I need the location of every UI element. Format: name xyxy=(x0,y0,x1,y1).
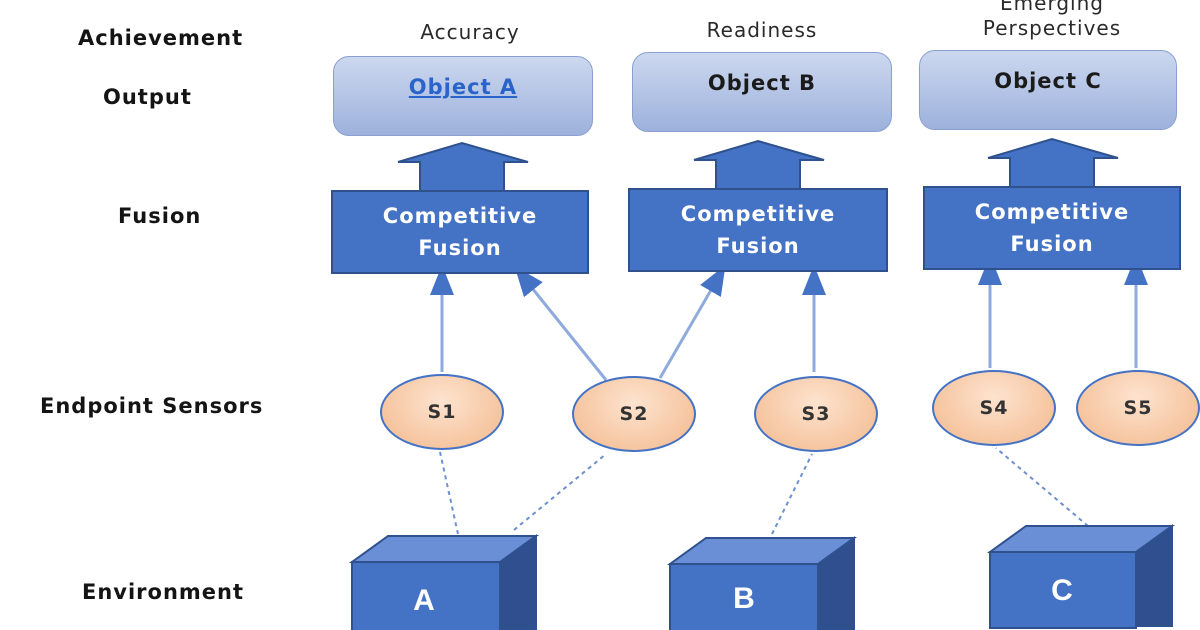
environment-label-a: A xyxy=(413,584,435,617)
achievement-readiness: Readiness xyxy=(706,18,818,42)
row-label-fusion: Fusion xyxy=(118,204,202,228)
sensor-s1-label: S1 xyxy=(427,401,457,423)
environment-cube-a: A xyxy=(348,534,540,630)
sensor-s5-label: S5 xyxy=(1123,397,1153,419)
fusion-a-line1: Competitive xyxy=(382,204,538,228)
row-label-endpoint-sensors: Endpoint Sensors xyxy=(40,394,264,418)
env-a-to-s2-link xyxy=(513,453,607,531)
env-a-to-s1-link xyxy=(439,451,459,535)
sensor-s2-label: S2 xyxy=(619,403,649,425)
sensor-s1: S1 xyxy=(380,374,504,450)
row-label-achievement: Achievement xyxy=(78,26,244,50)
fusion-box-a: Competitive Fusion xyxy=(331,190,589,274)
env-b-to-s3-link xyxy=(771,453,813,535)
output-object-a-label[interactable]: Object A xyxy=(408,75,518,99)
achievement-emerging-line1: Emerging xyxy=(1000,0,1104,15)
sensor-s3-label: S3 xyxy=(801,403,831,425)
environment-cube-c: C xyxy=(986,524,1176,629)
achievement-emerging-perspectives: Emerging Perspectives xyxy=(952,0,1152,41)
fusion-to-output-arrow-c xyxy=(987,137,1119,189)
row-label-output: Output xyxy=(103,85,192,109)
env-c-to-s4-link xyxy=(995,447,1089,527)
fusion-box-c: Competitive Fusion xyxy=(923,186,1181,270)
fusion-to-output-arrow-b xyxy=(693,139,825,191)
sensor-s4-label: S4 xyxy=(979,397,1009,419)
environment-label-c: C xyxy=(1051,574,1073,607)
output-object-b: Object B xyxy=(632,52,892,132)
environment-label-b: B xyxy=(733,582,755,615)
sensor-s3: S3 xyxy=(754,376,878,452)
output-object-c-label: Object C xyxy=(994,69,1102,93)
row-label-environment: Environment xyxy=(82,580,245,604)
fusion-a-line2: Fusion xyxy=(418,236,502,260)
sensor-s4: S4 xyxy=(932,370,1056,446)
output-object-a: Object A xyxy=(333,56,593,136)
sensor-s5: S5 xyxy=(1076,370,1200,446)
fusion-c-line2: Fusion xyxy=(1010,232,1094,256)
output-object-b-label: Object B xyxy=(707,71,817,95)
s2-to-fusion-b-arrow xyxy=(658,265,726,379)
fusion-c-line1: Competitive xyxy=(974,200,1130,224)
output-object-c: Object C xyxy=(919,50,1177,130)
s2-to-fusion-a-arrow xyxy=(514,266,608,381)
achievement-emerging-line2: Perspectives xyxy=(982,16,1122,40)
fusion-b-line1: Competitive xyxy=(680,202,836,226)
fusion-box-b: Competitive Fusion xyxy=(628,188,888,272)
fusion-b-line2: Fusion xyxy=(716,234,800,258)
environment-cube-b: B xyxy=(666,536,858,630)
fusion-to-output-arrow-a xyxy=(397,141,529,193)
sensor-s2: S2 xyxy=(572,376,696,452)
achievement-accuracy: Accuracy xyxy=(420,20,520,44)
